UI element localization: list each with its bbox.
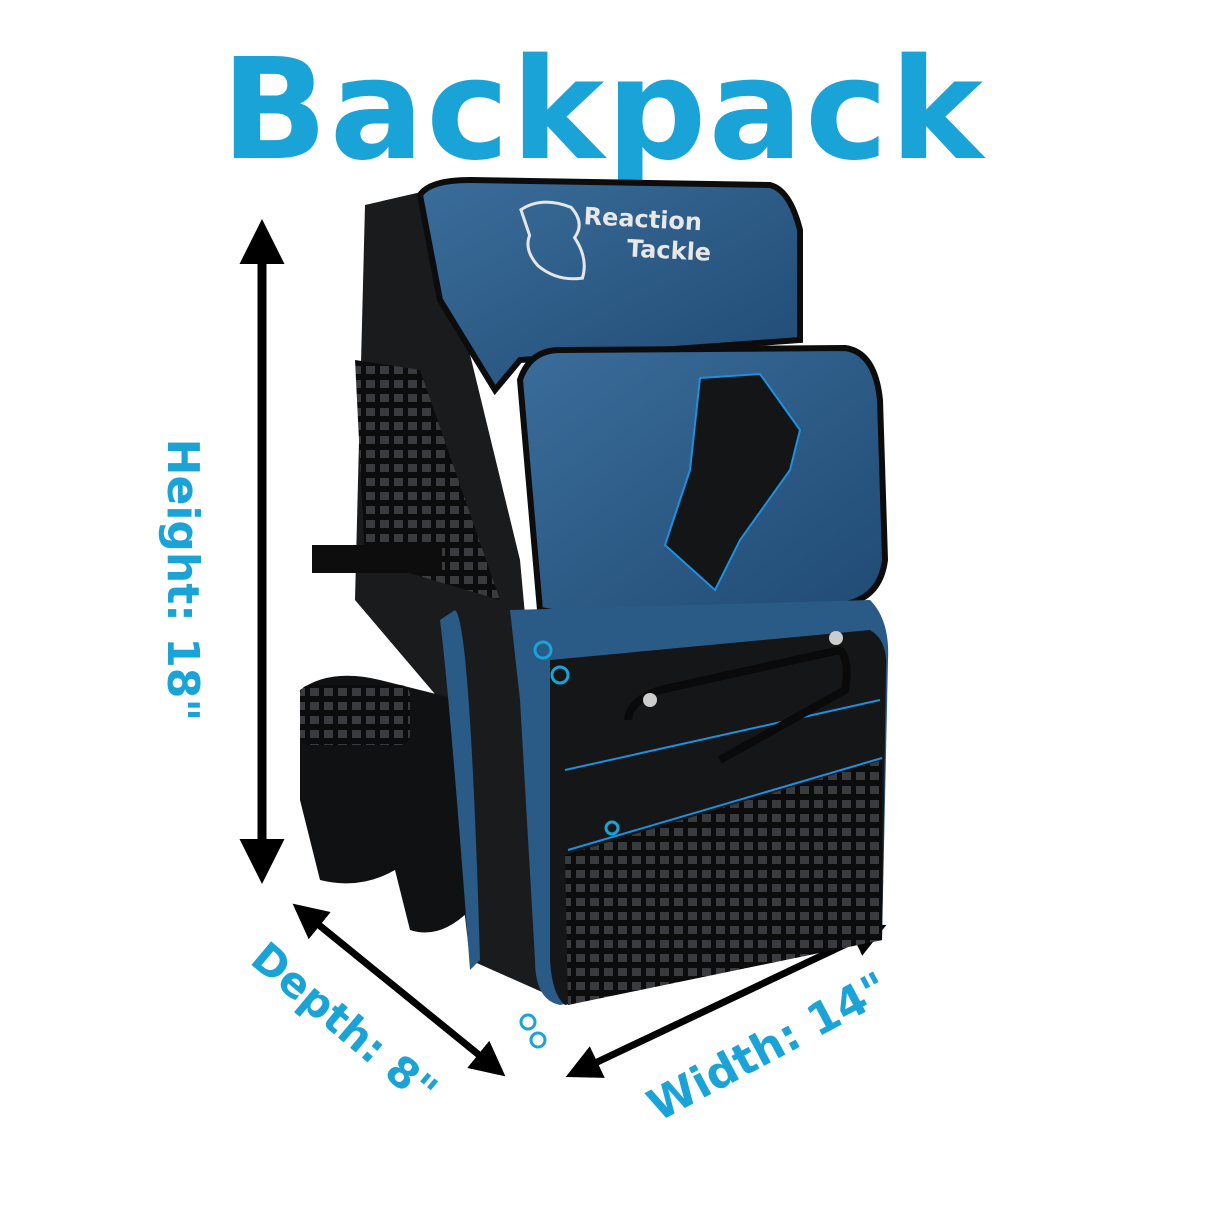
width-label: Width: 14" bbox=[639, 963, 897, 1132]
brand-line-1: Reaction bbox=[583, 202, 703, 236]
depth-arrow bbox=[292, 903, 506, 1077]
depth-label: Depth: 8" bbox=[242, 933, 447, 1116]
brand-line-2: Tackle bbox=[626, 234, 712, 266]
brand-logo: Reaction Tackle bbox=[519, 200, 712, 281]
page-title: Backpack bbox=[221, 29, 986, 192]
fish-icon bbox=[519, 200, 586, 281]
backpack-image bbox=[300, 176, 889, 1049]
height-label: Height: 18" bbox=[157, 439, 208, 722]
width-arrow bbox=[565, 924, 887, 1078]
